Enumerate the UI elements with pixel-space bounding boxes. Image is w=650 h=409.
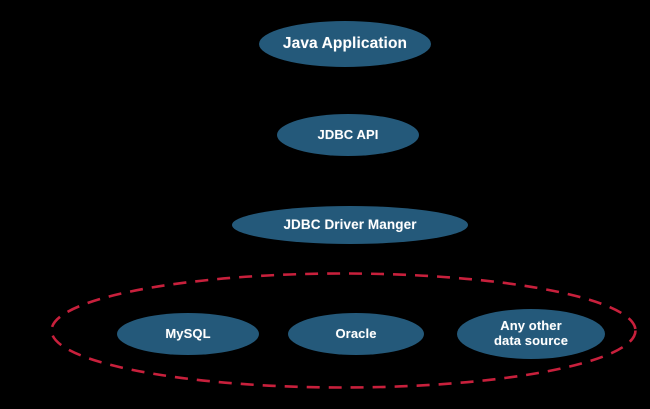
node-jdbc-driver-manager[interactable]: JDBC Driver Manger xyxy=(232,206,468,244)
node-any-other-data-source[interactable]: Any other data source xyxy=(457,309,605,359)
node-oracle[interactable]: Oracle xyxy=(288,313,424,355)
node-jdbc-driver-manager-label: JDBC Driver Manger xyxy=(283,217,417,233)
node-any-other-data-source-label: Any other data source xyxy=(493,318,569,348)
node-mysql[interactable]: MySQL xyxy=(117,313,259,355)
node-mysql-label: MySQL xyxy=(165,325,211,341)
node-oracle-label: Oracle xyxy=(335,325,377,341)
node-jdbc-api-label: JDBC API xyxy=(317,126,379,142)
node-java-application[interactable]: Java Application xyxy=(259,21,431,67)
node-jdbc-api[interactable]: JDBC API xyxy=(277,114,419,156)
node-java-application-label: Java Application xyxy=(282,35,408,53)
